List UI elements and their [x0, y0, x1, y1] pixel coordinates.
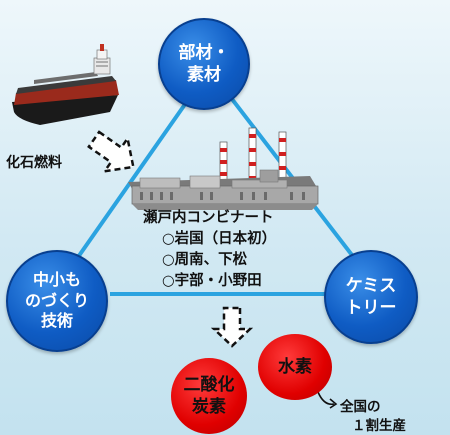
- dashed-arrow-icon: [87, 130, 135, 173]
- node-co2-label: 二酸化 炭素: [183, 374, 235, 417]
- node-hydrogen: 水素: [258, 334, 332, 400]
- node-materials: 部材・ 素材: [158, 18, 250, 110]
- node-chemistry-label: ケミス トリー: [345, 275, 397, 318]
- hydrogen-note-line2: １割生産: [352, 418, 406, 434]
- node-manufacturing-label: 中小も のづくり技術: [24, 269, 89, 331]
- fossil-fuel-label: 化石燃料: [6, 155, 62, 171]
- node-manufacturing: 中小も のづくり技術: [6, 250, 108, 352]
- node-materials-label: 部材・ 素材: [178, 42, 230, 85]
- node-hydrogen-label: 水素: [278, 356, 312, 377]
- complex-title: 瀬戸内コンビナート: [143, 210, 274, 226]
- complex-item-ube: ○宇部・小野田: [162, 273, 262, 289]
- complex-item-shunan: ○周南、下松: [162, 252, 248, 268]
- dashed-arrow-icon: [210, 306, 254, 348]
- node-co2: 二酸化 炭素: [171, 358, 247, 434]
- hydrogen-note-line1: 全国の: [340, 399, 381, 415]
- note-pointer-arrow: [317, 391, 335, 406]
- node-chemistry: ケミス トリー: [324, 250, 418, 344]
- complex-item-iwakuni: ○岩国（日本初）: [162, 231, 277, 247]
